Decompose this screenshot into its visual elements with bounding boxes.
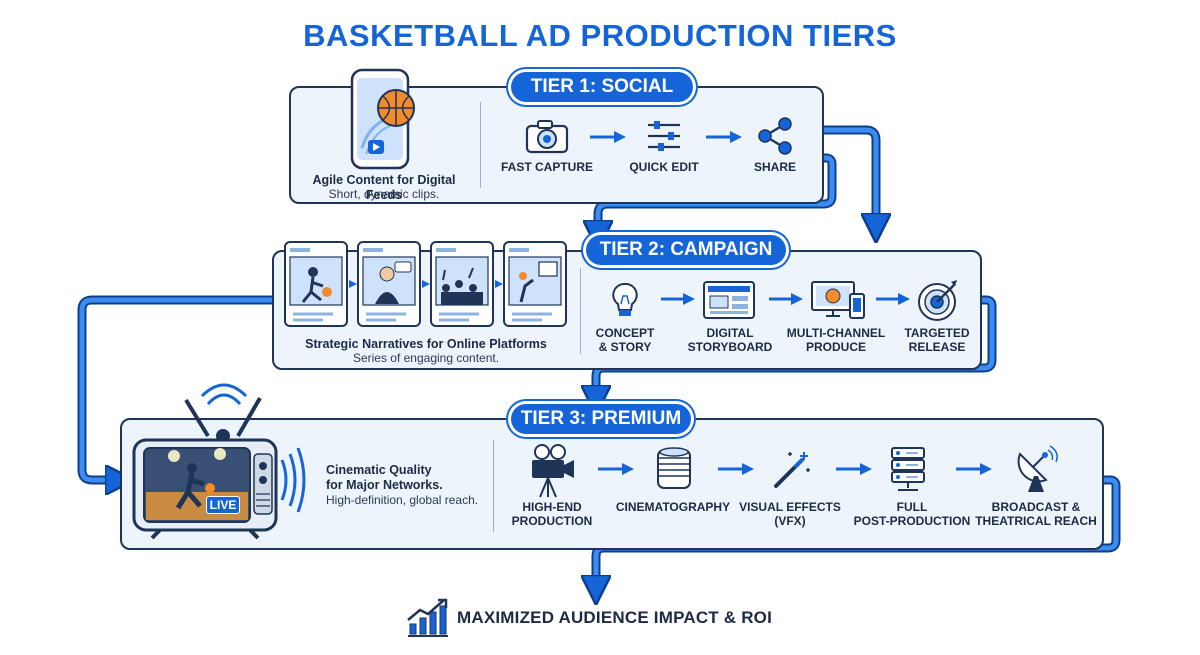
step-arrow-icon	[661, 293, 695, 305]
tier1-step-2-label: QUICK EDIT	[629, 160, 699, 174]
lightbulb-icon	[612, 282, 638, 316]
tier1-description: Short, dynamic clips.	[328, 187, 440, 201]
smartphone-basketball-icon	[350, 68, 415, 170]
tier3-pill: TIER 3: PREMIUM	[511, 404, 691, 434]
magic-wand-icon	[774, 452, 810, 488]
storyboard-icon	[703, 281, 755, 319]
step-arrow-icon	[956, 463, 992, 475]
tier2-step-3-label: MULTI-CHANNEL PRODUCE	[786, 326, 886, 354]
tier3-step-3-label: VISUAL EFFECTS (VFX)	[739, 500, 841, 528]
satellite-dish-icon	[1017, 445, 1058, 492]
sliders-icon	[648, 121, 680, 151]
devices-icon	[811, 281, 865, 319]
tier1-step-1-label: FAST CAPTURE	[500, 160, 593, 174]
tv-broadcast-icon	[132, 383, 306, 540]
tier3-step-4-label: FULL POST-PRODUCTION	[853, 500, 971, 528]
tier3-divider	[493, 440, 494, 532]
tier3-panel	[120, 418, 1104, 550]
tier2-step-1-label: CONCEPT & STORY	[595, 326, 655, 354]
tier2-pill: TIER 2: CAMPAIGN	[586, 235, 786, 265]
tier3-step-5-label: BROADCAST & THEATRICAL REACH	[975, 500, 1097, 528]
lens-icon	[657, 447, 691, 489]
step-arrow-icon	[769, 293, 803, 305]
step-arrow-icon	[718, 463, 754, 475]
tier2-divider	[580, 268, 581, 354]
server-icon	[891, 447, 925, 491]
step-arrow-icon	[590, 131, 626, 143]
tier2-step-4-label: TARGETED RELEASE	[904, 326, 970, 354]
tier1-divider	[480, 102, 481, 188]
growth-chart-icon	[407, 598, 448, 637]
film-camera-icon	[532, 444, 574, 498]
step-arrow-icon	[706, 131, 742, 143]
share-icon	[758, 117, 792, 155]
step-arrow-icon	[598, 463, 634, 475]
step-arrow-icon	[876, 293, 910, 305]
tier1-pill: TIER 1: SOCIAL	[511, 72, 693, 102]
tier1-description-title: Agile Content for Digital Feeds	[312, 173, 456, 202]
tv-live-badge: LIVE	[206, 496, 240, 514]
outcome-label: MAXIMIZED AUDIENCE IMPACT & ROI	[457, 608, 773, 627]
tier2-description: Series of engaging content.	[352, 351, 500, 365]
storyboard-frames-icon	[284, 241, 567, 327]
tier2-description-title: Strategic Narratives for Online Platform…	[305, 337, 547, 351]
tier3-step-1-label: HIGH-END PRODUCTION	[511, 500, 593, 528]
tier2-step-2-label: DIGITAL STORYBOARD	[687, 326, 773, 354]
target-icon	[918, 280, 957, 321]
tier3-description: High-definition, global reach.	[326, 493, 479, 507]
step-arrow-icon	[836, 463, 872, 475]
tier3-step-2-label: CINEMATOGRAPHY	[615, 500, 731, 514]
page-title: BASKETBALL AD PRODUCTION TIERS	[303, 18, 897, 53]
tier3-description-title: Cinematic Quality for Major Networks.	[326, 463, 443, 492]
camera-icon	[525, 120, 569, 154]
tier1-step-3-label: SHARE	[753, 160, 796, 174]
